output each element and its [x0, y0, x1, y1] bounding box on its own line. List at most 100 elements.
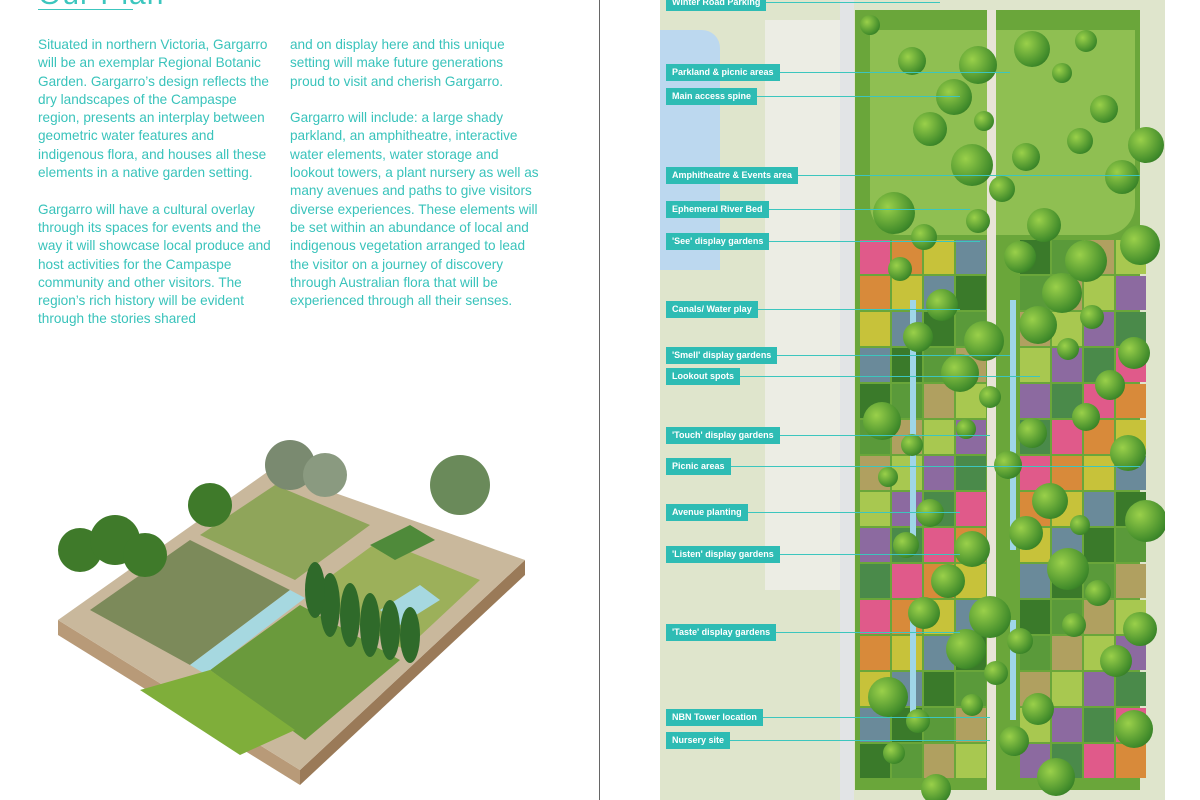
canal	[1010, 300, 1016, 440]
display-garden-bed	[924, 672, 954, 706]
map-label: 'See' display gardens	[666, 233, 770, 250]
display-garden-bed	[860, 240, 890, 274]
display-garden-bed	[1052, 708, 1082, 742]
display-garden-bed	[1116, 564, 1146, 598]
display-garden-bed	[892, 276, 922, 310]
paragraph: Gargarro will include: a large shady par…	[290, 110, 539, 309]
display-garden-bed	[860, 528, 890, 562]
map-label: Canals/ Water play	[666, 301, 758, 318]
display-garden-bed	[956, 240, 986, 274]
leader-line	[700, 209, 970, 210]
tree-icon	[1065, 240, 1107, 282]
display-garden-bed	[924, 528, 954, 562]
display-garden-bed	[1052, 636, 1082, 670]
tree-icon	[898, 47, 926, 75]
tree-icon	[1012, 143, 1040, 171]
leader-line	[700, 554, 960, 555]
tree-icon	[911, 224, 937, 250]
tree-icon	[1037, 758, 1075, 796]
tree-icon	[1072, 403, 1100, 431]
tree-icon	[1118, 337, 1150, 369]
canal	[910, 620, 916, 720]
display-garden-bed	[924, 384, 954, 418]
tree-icon	[999, 726, 1029, 756]
display-garden-bed	[956, 492, 986, 526]
tree-icon	[1080, 305, 1104, 329]
display-garden-bed	[956, 276, 986, 310]
tree-icon	[1057, 338, 1079, 360]
map-label: Amphitheatre & Events area	[666, 167, 799, 184]
tree-icon	[984, 661, 1008, 685]
tree-icon	[1067, 128, 1093, 154]
tree-icon	[913, 112, 947, 146]
tree-icon	[916, 499, 944, 527]
tree-icon	[901, 434, 923, 456]
tree-icon	[1004, 241, 1036, 273]
display-garden-bed	[860, 312, 890, 346]
tree-icon	[1022, 693, 1054, 725]
tree-icon	[883, 742, 905, 764]
tree-icon	[860, 15, 880, 35]
tree-icon	[863, 402, 901, 440]
text-column-2: and on display here and this unique sett…	[290, 36, 540, 329]
display-garden-bed	[956, 744, 986, 778]
tree-icon	[1009, 516, 1043, 550]
tree-icon	[959, 46, 997, 84]
text-column-1: Situated in northern Victoria, Gargarro …	[38, 36, 278, 347]
tree-icon	[1110, 435, 1146, 471]
map-label: Parkland & picnic areas	[666, 64, 780, 81]
display-garden-bed	[1084, 672, 1114, 706]
leader-line	[700, 355, 1010, 356]
tree-icon	[1014, 31, 1050, 67]
leader-line	[700, 2, 940, 3]
tree-icon	[921, 774, 951, 800]
display-garden-bed	[924, 744, 954, 778]
map-label: Winter Road Parking	[666, 0, 767, 11]
tree-icon	[1075, 30, 1097, 52]
display-garden-bed	[860, 636, 890, 670]
display-garden-bed	[860, 564, 890, 598]
tree-icon	[1019, 306, 1057, 344]
tree-icon	[941, 354, 979, 392]
display-garden-bed	[1020, 384, 1050, 418]
canal	[1010, 620, 1016, 720]
tree-icon	[903, 322, 933, 352]
tree-icon	[964, 321, 1004, 361]
display-garden-bed	[892, 636, 922, 670]
leader-line	[700, 717, 990, 718]
leader-line	[700, 512, 960, 513]
display-garden-bed	[1084, 708, 1114, 742]
tree-icon	[931, 564, 965, 598]
tree-icon	[951, 144, 993, 186]
tree-icon	[888, 257, 912, 281]
map-label: 'Taste' display gardens	[666, 624, 777, 641]
site-plan-map	[660, 0, 1165, 800]
map-label: Main access spine	[666, 88, 758, 105]
leader-line	[700, 466, 1140, 467]
display-garden-bed	[860, 492, 890, 526]
road	[840, 0, 854, 800]
tree-icon	[908, 597, 940, 629]
tree-icon	[1115, 710, 1153, 748]
page-title: Our Plan	[38, 0, 164, 12]
page-divider	[599, 0, 600, 800]
display-garden-bed	[924, 420, 954, 454]
display-garden-bed	[1020, 564, 1050, 598]
tree-icon	[1105, 160, 1139, 194]
tree-icon	[994, 451, 1022, 479]
display-garden-bed	[1116, 744, 1146, 778]
display-garden-bed	[860, 276, 890, 310]
canal	[910, 300, 916, 440]
tree-icon	[1085, 580, 1111, 606]
tree-icon	[1017, 418, 1047, 448]
map-label: Nursery site	[666, 732, 731, 749]
leader-line	[700, 309, 960, 310]
tree-icon	[1047, 548, 1089, 590]
tree-icon	[969, 596, 1011, 638]
tree-icon	[926, 289, 958, 321]
display-garden-bed	[860, 600, 890, 634]
paragraph: Gargarro will have a cultural overlay th…	[38, 201, 271, 327]
tree-icon	[1032, 483, 1068, 519]
tree-icon	[1125, 500, 1165, 542]
display-garden-bed	[956, 456, 986, 490]
